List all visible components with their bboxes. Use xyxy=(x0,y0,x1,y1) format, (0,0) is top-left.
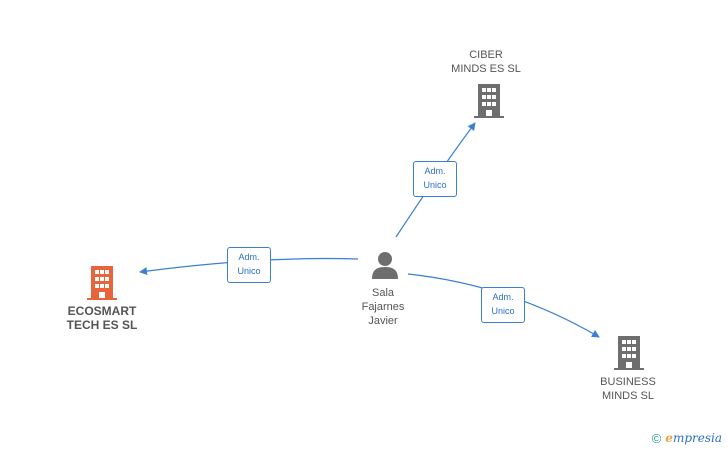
edge-label-ciber[interactable]: Adm. Unico xyxy=(413,161,457,197)
brand-logo: empresia xyxy=(665,431,722,445)
building-icon[interactable] xyxy=(474,84,504,118)
edge-label-business[interactable]: Adm. Unico xyxy=(481,287,525,323)
company-label-business: BUSINESS MINDS SL xyxy=(600,376,656,402)
company-label-ecosmart: ECOSMART TECH ES SL xyxy=(66,304,138,332)
building-icon[interactable] xyxy=(87,266,117,300)
copyright-symbol: © xyxy=(651,430,662,446)
watermark: © empresia xyxy=(652,430,722,446)
building-icon[interactable] xyxy=(614,336,644,370)
person-icon[interactable] xyxy=(370,250,400,280)
edge-label-ecosmart[interactable]: Adm. Unico xyxy=(227,247,271,283)
person-name: Sala Fajarnes Javier xyxy=(361,287,405,327)
company-label-ciber: CIBER MINDS ES SL xyxy=(451,49,521,75)
